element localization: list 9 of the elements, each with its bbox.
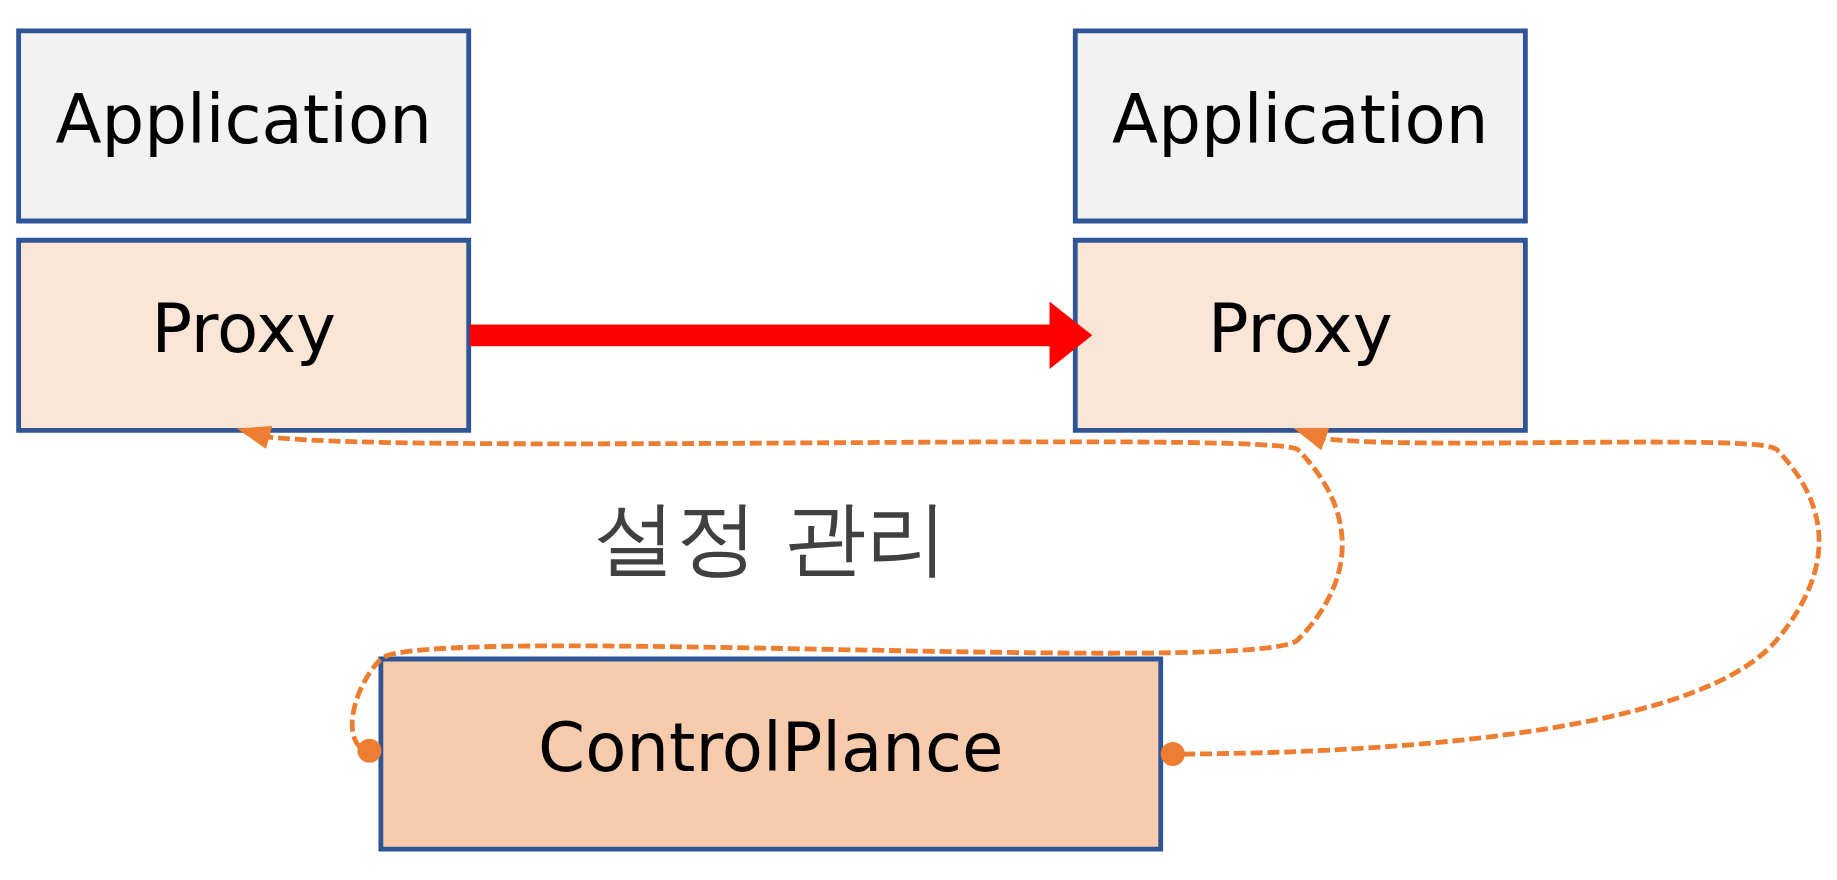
node-box: ControlPlance	[377, 656, 1163, 852]
label: 설정 관리	[593, 489, 948, 585]
node-box: Proxy	[15, 237, 471, 433]
node-box: Proxy	[1072, 237, 1528, 433]
arrow	[1160, 427, 1821, 767]
arrow	[469, 301, 1092, 369]
node-box: Application	[15, 28, 471, 224]
arrow	[236, 426, 1344, 763]
node-box: Application	[1072, 28, 1528, 224]
